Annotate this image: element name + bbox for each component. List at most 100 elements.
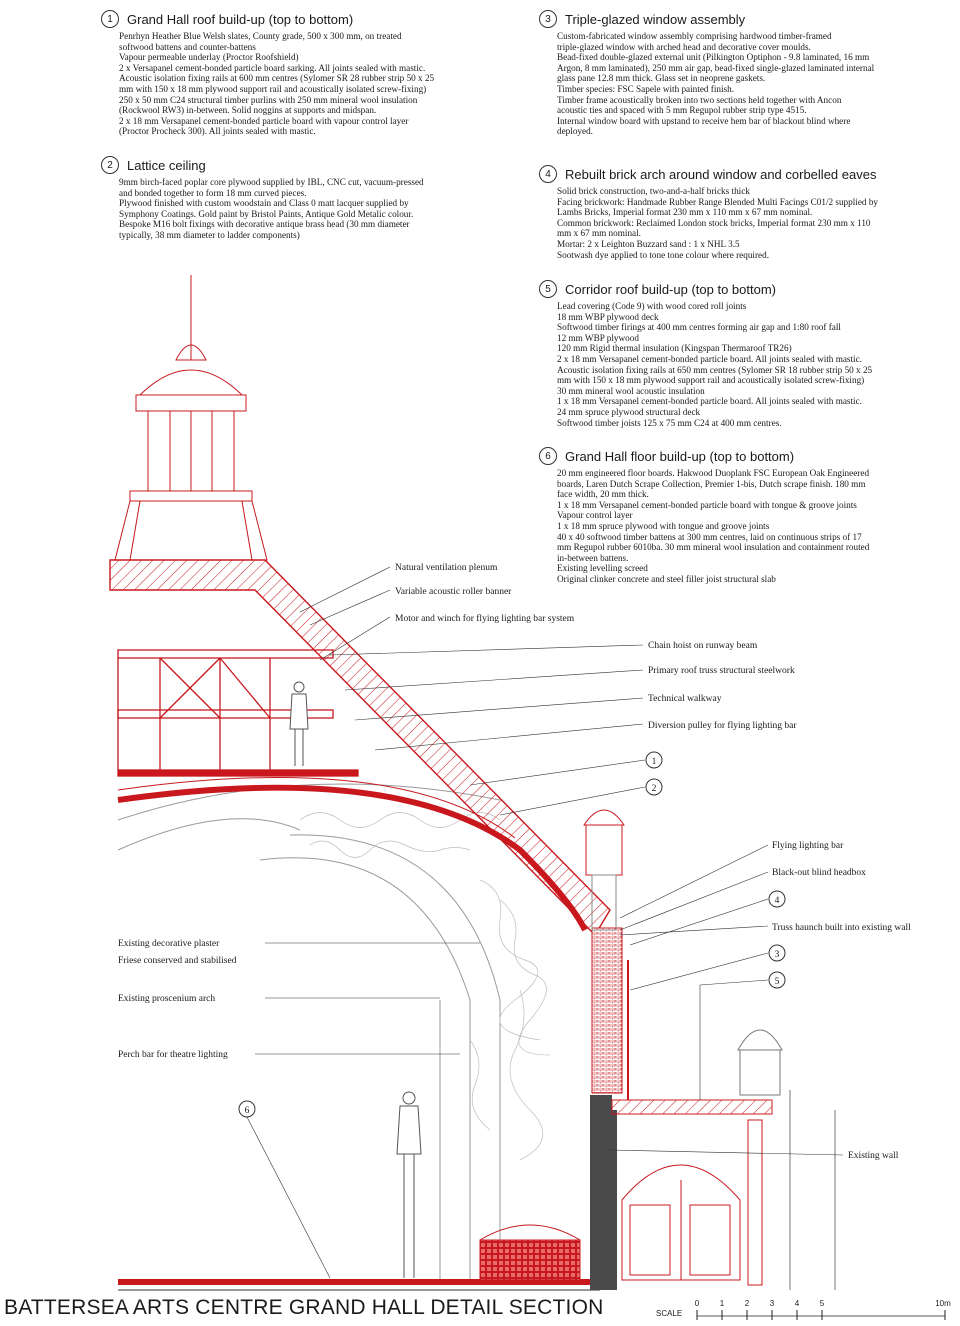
note-line: Sootwash dye applied to tone tone colour… xyxy=(557,249,770,260)
note-line: mm with 150 x 18 mm plywood support rail… xyxy=(119,83,427,94)
lantern-cupola xyxy=(114,275,268,561)
note-line: 40 x 40 softwood timber battens at 300 m… xyxy=(557,531,862,542)
note-body: Solid brick construction, two-and-a-half… xyxy=(557,186,949,260)
corridor-dome xyxy=(737,1029,836,1290)
note-line: 20 mm engineered floor boards. Hakwood D… xyxy=(557,468,870,478)
label-chain-hoist: Chain hoist on runway beam xyxy=(648,641,758,651)
scale-label: SCALE xyxy=(656,1309,683,1318)
note-line: Vapour permeable underlay (Proctor Roofs… xyxy=(119,52,299,63)
roof-truss-steelwork xyxy=(117,649,359,777)
person-figure xyxy=(289,681,309,766)
note-title: Grand Hall floor build-up (top to bottom… xyxy=(565,448,795,464)
label-natural-ventilation: Natural ventilation plenum xyxy=(395,563,498,573)
note-line: and bonded together to form 18 mm curved… xyxy=(119,187,307,198)
note-line: deployed. xyxy=(557,126,593,137)
note-line: 120 mm Rigid thermal insulation (Kingspa… xyxy=(557,343,792,354)
brick-arch-wall xyxy=(591,927,623,1094)
note-line: in-between battens. xyxy=(557,552,629,563)
callout-number: 3 xyxy=(775,950,780,960)
callout-number: 1 xyxy=(652,757,657,767)
note-line: Acoustic isolation fixing rails at 650 m… xyxy=(557,364,873,375)
note-line: face width, 20 mm thick. xyxy=(557,489,649,500)
callout-4: 4 xyxy=(768,890,786,908)
drawing-title: BATTERSEA ARTS CENTRE GRAND HALL DETAIL … xyxy=(4,1296,604,1319)
note-body: 9mm birch-faced poplar core plywood supp… xyxy=(119,177,511,241)
note-line: 250 x 50 mm C24 structural timber purlin… xyxy=(119,94,418,105)
note-line: Existing levelling screed xyxy=(557,563,648,574)
note-line: Symphony Coatings. Gold paint by Bristol… xyxy=(119,208,414,219)
callout-number: 5 xyxy=(775,977,780,987)
scale-tick-label: 2 xyxy=(745,1299,750,1308)
note-6: 6 Grand Hall floor build-up (top to botto… xyxy=(539,447,949,585)
note-line: typically, 38 mm diameter to ladder comp… xyxy=(119,229,300,240)
corridor-door xyxy=(621,1164,741,1281)
note-line: 12 mm WBP plywood xyxy=(557,332,639,343)
note-body: Penrhyn Heather Blue Welsh slates, Count… xyxy=(119,31,511,137)
scale-tick-label: 0 xyxy=(695,1299,700,1308)
note-body: Custom-fabricated window assembly compri… xyxy=(557,31,949,137)
note-line: triple-glazed window with arched head an… xyxy=(557,41,811,52)
note-line: softwood battens and counter-battens xyxy=(119,41,256,52)
note-line: Original clinker concrete and steel fill… xyxy=(557,573,776,584)
callout-2: 2 xyxy=(645,778,663,796)
person-figure xyxy=(396,1091,422,1278)
note-body: Lead covering (Code 9) with wood cored r… xyxy=(557,301,949,428)
scale-tick-label: 5 xyxy=(820,1299,825,1308)
note-2: 2 Lattice ceiling 9mm birch-faced poplar … xyxy=(101,156,511,241)
scale-tick-label: 1 xyxy=(720,1299,725,1308)
label-blind-headbox: Black-out blind headbox xyxy=(772,868,866,878)
note-line: 30 mm mineral wool acoustic insulation xyxy=(557,385,705,396)
callout-number: 2 xyxy=(652,784,657,794)
callout-number: 1 xyxy=(101,10,119,28)
label-flying-bar: Flying lighting bar xyxy=(772,841,844,851)
label-perch-bar: Perch bar for theatre lighting xyxy=(118,1049,228,1060)
note-line: 2 x 18 mm Versapanel cement-bonded parti… xyxy=(119,115,409,126)
note-title: Rebuilt brick arch around window and cor… xyxy=(565,166,877,182)
callout-3: 3 xyxy=(768,944,786,962)
proscenium-arch xyxy=(117,783,501,1283)
corridor-column xyxy=(747,1119,763,1286)
corridor-roof xyxy=(611,1099,773,1115)
label-proscenium: Existing proscenium arch xyxy=(118,994,215,1004)
note-line: Internal window board with upstand to re… xyxy=(557,115,851,126)
note-line: Bead-fixed double-glazed external unit (… xyxy=(557,52,870,63)
note-title: Lattice ceiling xyxy=(127,157,206,173)
note-line: Mortar: 2 x Leighton Buzzard sand : 1 x … xyxy=(557,238,740,249)
callout-number: 6 xyxy=(539,447,557,465)
label-acoustic-banner: Variable acoustic roller banner xyxy=(395,587,512,597)
note-line: Plywood finished with custom woodstain a… xyxy=(119,198,409,209)
note-line: Bespoke M16 bolt fixings with decorative… xyxy=(119,219,410,230)
note-line: Softwood timber joists 125 x 75 mm C24 a… xyxy=(557,417,782,428)
note-line: mm x 67 mm nominal. xyxy=(557,228,641,239)
note-line: Timber frame acoustically broken into tw… xyxy=(557,94,842,105)
note-line: mm Regupol rubber 6010ba. 30 mm mineral … xyxy=(557,542,870,553)
note-line: Argon, 8 mm laminated), 250 mm air gap, … xyxy=(557,62,875,73)
note-line: 1 x 18 mm Versapanel cement-bonded parti… xyxy=(557,396,862,407)
label-pulley: Diversion pulley for flying lighting bar xyxy=(648,720,797,731)
note-line: Solid brick construction, two-and-a-half… xyxy=(557,186,750,196)
label-friese: Friese conserved and stabilised xyxy=(118,956,237,966)
callout-6: 6 xyxy=(238,1100,256,1118)
label-truss-haunch: Truss haunch built into existing wall xyxy=(772,923,911,933)
note-line: Custom-fabricated window assembly compri… xyxy=(557,31,832,41)
callout-number: 2 xyxy=(101,156,119,174)
label-motor-winch: Motor and winch for flying lighting bar … xyxy=(395,613,575,624)
note-line: (Proctor Procheck 300). All joints seale… xyxy=(119,126,316,137)
note-line: Penrhyn Heather Blue Welsh slates, Count… xyxy=(119,31,402,41)
lattice-ceiling xyxy=(117,784,588,932)
callout-number: 3 xyxy=(539,10,557,28)
note-line: mm with 150 x 18 mm plywood support rail… xyxy=(557,375,865,386)
scale-bar: 0 1 2 3 4 5 10m xyxy=(695,1299,951,1320)
note-line: 24 mm spruce plywood structural deck xyxy=(557,406,701,417)
note-line: glass pane 12.8 mm thick. Glass set in n… xyxy=(557,73,766,84)
callout-1: 1 xyxy=(645,751,663,769)
note-line: Acoustic isolation fixing rails at 600 m… xyxy=(119,73,435,84)
note-line: Lead covering (Code 9) with wood cored r… xyxy=(557,301,747,311)
note-title: Triple-glazed window assembly xyxy=(565,11,746,27)
note-line: Facing brickwork: Handmade Rubber Range … xyxy=(557,196,879,207)
note-line: 18 mm WBP plywood deck xyxy=(557,311,659,322)
